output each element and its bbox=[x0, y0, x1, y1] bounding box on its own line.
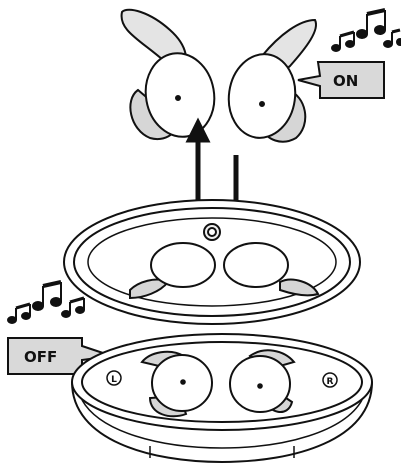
led-dot bbox=[175, 95, 181, 101]
right-cavity bbox=[223, 242, 289, 288]
left-ear-marker: L bbox=[106, 370, 122, 386]
right-cavity-fin bbox=[279, 278, 320, 297]
left-earbud-lifted bbox=[120, 8, 216, 140]
led-dot bbox=[259, 101, 265, 107]
right-earbud-docked bbox=[229, 349, 296, 413]
left-cavity bbox=[150, 242, 216, 288]
music-notes-icon bbox=[331, 8, 401, 52]
music-notes-icon bbox=[7, 280, 85, 324]
right-earbud-lifted bbox=[227, 18, 318, 143]
svg-text:L: L bbox=[111, 375, 117, 385]
case-lid bbox=[63, 199, 361, 325]
off-label: OFF bbox=[24, 348, 57, 366]
left-earbud-docked bbox=[140, 350, 213, 418]
earbud-body bbox=[227, 53, 297, 139]
charging-case-base bbox=[71, 333, 373, 464]
right-ear-marker: R bbox=[322, 372, 338, 388]
on-callout: ON bbox=[297, 61, 385, 99]
svg-text:R: R bbox=[327, 377, 334, 387]
on-label: ON bbox=[333, 72, 358, 90]
